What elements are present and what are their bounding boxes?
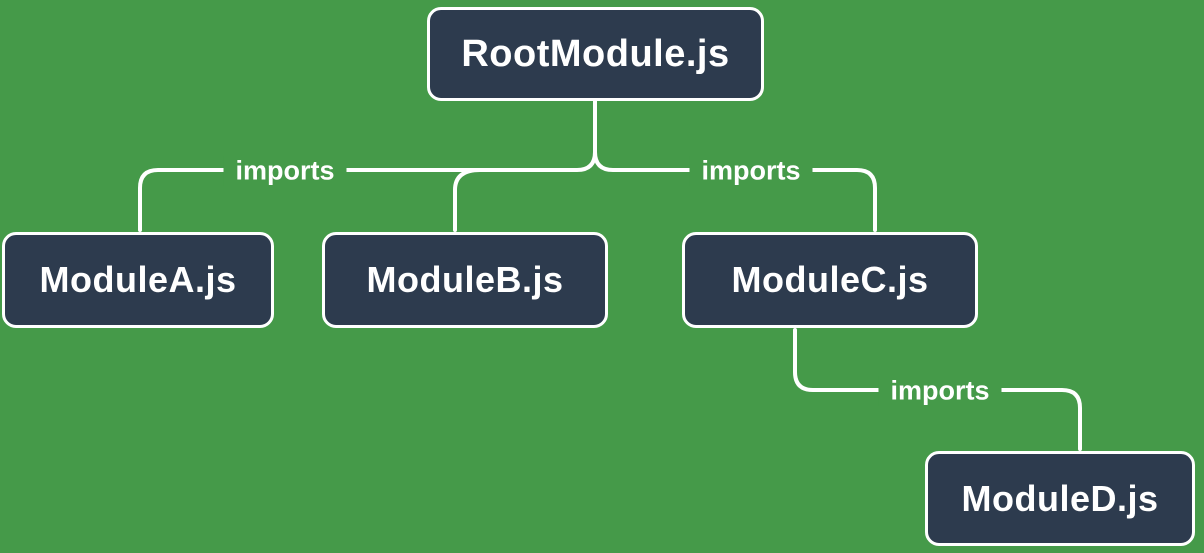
node-moduled-js-label: ModuleD.js	[961, 477, 1159, 519]
edge-root-to-b	[453, 168, 482, 232]
node-modulec-js-label: ModuleC.js	[731, 259, 929, 300]
node-rootmodule-js-label: RootModule.js	[461, 32, 730, 75]
node-modulec-js: ModuleC.js	[682, 232, 978, 328]
edge-label-imports-right: imports	[689, 155, 813, 187]
node-modulea-js-label: ModuleA.js	[39, 259, 237, 300]
edge-label-imports-left: imports	[223, 155, 347, 187]
edge-root-to-a	[138, 99, 597, 232]
edge-label-imports-bottom: imports	[878, 375, 1002, 407]
node-rootmodule-js: RootModule.js	[427, 7, 764, 101]
node-moduleb-js-label: ModuleB.js	[366, 259, 564, 300]
node-modulea-js: ModuleA.js	[2, 232, 274, 328]
node-moduled-js: ModuleD.js	[925, 451, 1195, 546]
node-moduleb-js: ModuleB.js	[322, 232, 608, 328]
